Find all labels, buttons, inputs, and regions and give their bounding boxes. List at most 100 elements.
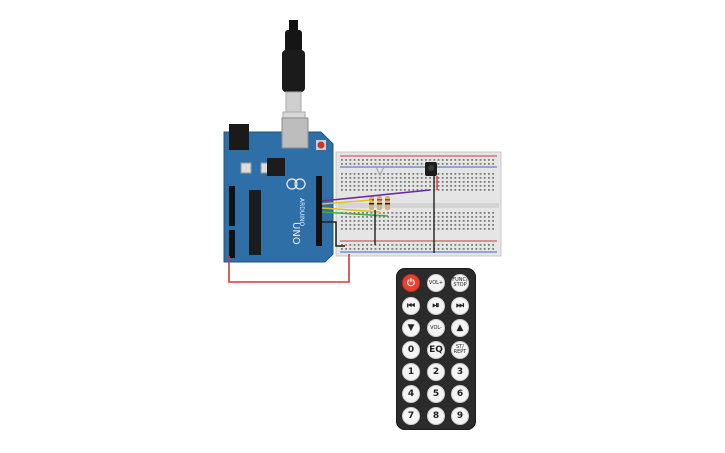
remote-button-0-1[interactable]: VOL+	[427, 274, 445, 292]
breadboard-hole	[454, 159, 457, 161]
breadboard-hole	[412, 185, 415, 187]
remote-button-6-1[interactable]: 8	[427, 407, 445, 425]
breadboard-hole	[454, 212, 457, 214]
remote-button-4-0[interactable]: 1	[402, 363, 420, 381]
breadboard-hole	[353, 159, 356, 161]
remote-button-4-2[interactable]: 3	[451, 363, 469, 381]
breadboard-hole	[395, 189, 398, 191]
remote-button-2-2[interactable]: ▲	[451, 319, 469, 337]
breadboard-hole	[412, 224, 415, 226]
ir-receiver[interactable]	[425, 162, 437, 176]
remote-button-6-0[interactable]: 7	[402, 407, 420, 425]
resistor-1[interactable]	[369, 196, 374, 210]
remote-button-0-2[interactable]: FUNC/ STOP	[451, 274, 469, 292]
breadboard[interactable]	[335, 151, 502, 257]
breadboard-hole	[362, 244, 364, 246]
breadboard-hole	[492, 189, 494, 191]
breadboard-hole	[374, 189, 377, 191]
breadboard-hole	[362, 224, 364, 226]
breadboard-hole	[471, 220, 473, 222]
breadboard-hole	[353, 189, 356, 191]
breadboard-hole	[429, 244, 431, 246]
breadboard-hole	[404, 216, 406, 218]
breadboard-hole	[425, 220, 427, 222]
reset-button[interactable]	[317, 141, 325, 149]
breadboard-hole	[475, 216, 478, 218]
remote-button-2-1[interactable]: VOL-	[427, 319, 445, 337]
breadboard-hole	[433, 159, 436, 161]
breadboard-hole	[458, 216, 461, 218]
wire-gray-led[interactable]	[375, 166, 385, 177]
breadboard-hole	[429, 228, 431, 230]
remote-button-3-1[interactable]: EQ	[427, 341, 445, 359]
breadboard-hole	[492, 216, 494, 218]
breadboard-hole	[471, 159, 473, 161]
remote-button-3-0[interactable]: 0	[402, 341, 420, 359]
breadboard-hole	[345, 189, 347, 191]
breadboard-hole	[349, 159, 352, 161]
wire-purple-signal[interactable]	[321, 189, 431, 202]
wire-green[interactable]	[321, 211, 389, 217]
breadboard-hole	[488, 224, 490, 226]
remote-button-4-1[interactable]: 2	[427, 363, 445, 381]
wire-yellow-2[interactable]	[321, 207, 381, 213]
breadboard-hole	[395, 181, 398, 183]
breadboard-hole	[399, 181, 402, 183]
remote-button-5-0[interactable]: 4	[402, 385, 420, 403]
breadboard-hole	[345, 248, 347, 250]
breadboard-hole	[450, 173, 452, 175]
breadboard-hole	[404, 212, 406, 214]
breadboard-hole	[341, 228, 343, 230]
breadboard-hole	[404, 228, 406, 230]
breadboard-hole	[467, 216, 469, 218]
breadboard-hole	[458, 220, 461, 222]
breadboard-hole	[441, 173, 444, 175]
breadboard-hole	[387, 244, 389, 246]
breadboard-hole	[458, 248, 461, 250]
breadboard-hole	[383, 159, 385, 161]
remote-button-5-2[interactable]: 6	[451, 385, 469, 403]
breadboard-hole	[446, 216, 448, 218]
breadboard-hole	[353, 244, 356, 246]
breadboard-hole	[416, 212, 419, 214]
breadboard-hole	[408, 244, 410, 246]
remote-button-5-1[interactable]: 5	[427, 385, 445, 403]
remote-button-1-0[interactable]: ⏮	[402, 297, 420, 315]
breadboard-hole	[408, 228, 410, 230]
remote-button-2-0[interactable]: ▼	[402, 319, 420, 337]
breadboard-hole	[378, 212, 381, 214]
breadboard-hole	[471, 212, 473, 214]
remote-button-1-2[interactable]: ⏭	[451, 297, 469, 315]
breadboard-hole	[492, 177, 494, 179]
breadboard-hole	[383, 212, 385, 214]
resistor-2[interactable]	[377, 196, 382, 210]
breadboard-hole	[353, 185, 356, 187]
power-header[interactable]	[229, 186, 235, 226]
wire-red-5v[interactable]	[228, 254, 350, 283]
breadboard-hole	[441, 159, 444, 161]
breadboard-hole	[420, 220, 423, 222]
breadboard-hole	[420, 177, 423, 179]
remote-button-0-0[interactable]: ⏻	[402, 274, 420, 292]
resistor-3[interactable]	[385, 196, 390, 210]
arduino-uno[interactable]: ARDUINO UNO	[223, 117, 334, 263]
remote-button-3-2[interactable]: ST/ REPT	[451, 341, 469, 359]
breadboard-hole	[374, 248, 377, 250]
digital-header[interactable]	[316, 176, 322, 246]
breadboard-hole	[366, 189, 368, 191]
wire-yellow[interactable]	[321, 199, 373, 205]
remote-button-1-1[interactable]: ⏯	[427, 297, 445, 315]
breadboard-hole	[488, 189, 490, 191]
breadboard-hole	[391, 224, 394, 226]
breadboard-hole	[349, 177, 352, 179]
breadboard-hole	[471, 163, 473, 165]
analog-header[interactable]	[229, 230, 235, 258]
breadboard-hole	[462, 163, 465, 165]
breadboard-hole	[446, 159, 448, 161]
remote-button-6-2[interactable]: 9	[451, 407, 469, 425]
breadboard-hole	[383, 244, 385, 246]
breadboard-hole	[420, 248, 423, 250]
wire-black-gnd[interactable]	[322, 221, 345, 247]
breadboard-hole	[454, 189, 457, 191]
